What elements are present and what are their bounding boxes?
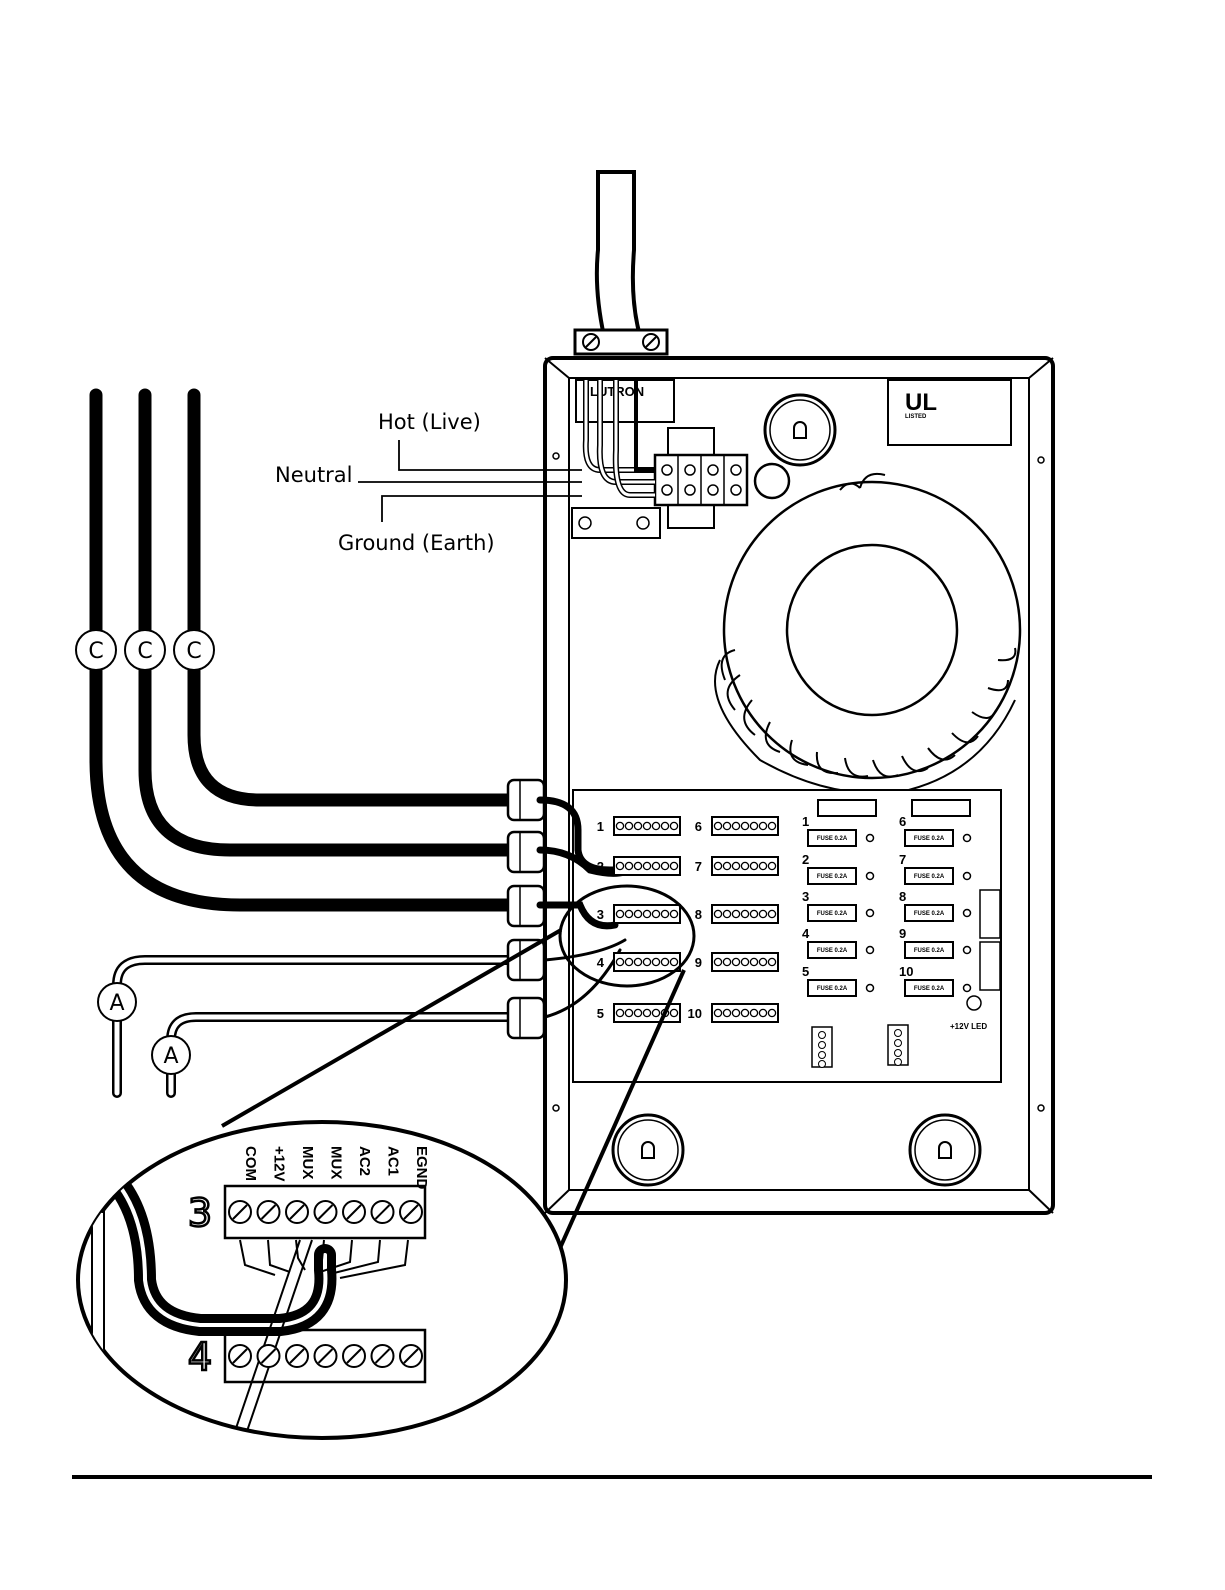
supply-conduit bbox=[575, 172, 667, 354]
callout-a-1: A bbox=[98, 983, 136, 1021]
detail-terminal-screw-icon bbox=[343, 1345, 365, 1367]
callout-a-2: A bbox=[152, 1036, 190, 1074]
ground-earth-label: Ground (Earth) bbox=[338, 531, 495, 555]
detail-connector-number-4: 4 bbox=[188, 1335, 212, 1379]
connector-number: 1 bbox=[597, 819, 604, 834]
fuse-number: 1 bbox=[802, 814, 809, 829]
fuse-label: FUSE 0.2A bbox=[914, 911, 945, 917]
keyhole-mount-icon bbox=[765, 395, 835, 465]
keyhole-mount-icon bbox=[613, 1115, 683, 1185]
detail-terminal-screw-icon bbox=[229, 1345, 251, 1367]
detail-terminal-screw-icon bbox=[343, 1201, 365, 1223]
connector-number: 7 bbox=[695, 859, 702, 874]
fuse-label: FUSE 0.2A bbox=[817, 986, 848, 992]
svg-text:C: C bbox=[88, 639, 103, 664]
detail-terminal-label: MUX bbox=[328, 1146, 345, 1179]
ul-listed: LISTED bbox=[905, 414, 927, 420]
callout-c-3: C bbox=[174, 630, 214, 670]
detail-terminal-screw-icon bbox=[258, 1345, 280, 1367]
detail-terminal-screw-icon bbox=[400, 1201, 422, 1223]
connector-number: 2 bbox=[597, 859, 604, 874]
detail-terminal-screw-icon bbox=[372, 1201, 394, 1223]
detail-terminal-screw-icon bbox=[400, 1345, 422, 1367]
detail-terminal-screw-icon bbox=[286, 1345, 308, 1367]
detail-terminal-screw-icon bbox=[286, 1201, 308, 1223]
callout-c-2: C bbox=[125, 630, 165, 670]
fuse-number: 7 bbox=[899, 852, 906, 867]
fuse-number: 9 bbox=[899, 926, 906, 941]
connector-number: 3 bbox=[597, 907, 604, 922]
connector-number: 6 bbox=[695, 819, 702, 834]
callout-c-1: C bbox=[76, 630, 116, 670]
terminal-connector bbox=[614, 857, 680, 875]
detail-terminal-label: EGND bbox=[413, 1146, 430, 1190]
ul-mark: UL bbox=[905, 389, 937, 416]
fuse-number: 4 bbox=[802, 926, 810, 941]
terminal-connector bbox=[614, 905, 680, 923]
fuse-number: 3 bbox=[802, 889, 809, 904]
hot-live-label: Hot (Live) bbox=[378, 410, 481, 434]
terminal-connector bbox=[712, 857, 778, 875]
connector-number: 5 bbox=[597, 1006, 604, 1021]
fuse-label: FUSE 0.2A bbox=[817, 911, 848, 917]
fuse-label: FUSE 0.2A bbox=[817, 948, 848, 954]
led-label: +12V LED bbox=[950, 1022, 987, 1031]
terminal-connector bbox=[712, 817, 778, 835]
detail-terminal-screw-icon bbox=[315, 1345, 337, 1367]
connector-number: 10 bbox=[688, 1006, 702, 1021]
detail-magnifier: 3 4 COM +12V MUX MUX AC2 AC1 EGND bbox=[78, 1122, 566, 1440]
detail-terminal-label: AC2 bbox=[356, 1146, 373, 1176]
connector-number: 8 bbox=[695, 907, 702, 922]
ground-symbol-icon bbox=[967, 996, 981, 1010]
svg-text:C: C bbox=[137, 639, 152, 664]
detail-terminal-label: COM bbox=[242, 1146, 259, 1181]
detail-terminal-screw-icon bbox=[258, 1201, 280, 1223]
neutral-label: Neutral bbox=[275, 463, 353, 487]
terminal-connector bbox=[712, 905, 778, 923]
detail-terminal-screw-icon bbox=[372, 1345, 394, 1367]
fuse-number: 5 bbox=[802, 964, 809, 979]
fuse-number: 2 bbox=[802, 852, 809, 867]
detail-connector-number-3: 3 bbox=[188, 1191, 212, 1235]
fuse-number: 10 bbox=[899, 964, 913, 979]
detail-terminal-label: MUX bbox=[299, 1146, 316, 1179]
fuse-label: FUSE 0.2A bbox=[914, 948, 945, 954]
fuse-label: FUSE 0.2A bbox=[817, 874, 848, 880]
detail-terminal-label: +12V bbox=[271, 1146, 288, 1181]
connector-number: 4 bbox=[597, 955, 605, 970]
cable-glands bbox=[508, 780, 544, 1038]
svg-text:A: A bbox=[109, 991, 124, 1016]
fuse-label: FUSE 0.2A bbox=[914, 986, 945, 992]
terminal-connector bbox=[614, 817, 680, 835]
connector-number: 9 bbox=[695, 955, 702, 970]
terminal-connector bbox=[614, 953, 680, 971]
fuse-number: 8 bbox=[899, 889, 906, 904]
fuse-label: FUSE 0.2A bbox=[914, 836, 945, 842]
svg-text:C: C bbox=[186, 639, 201, 664]
svg-text:A: A bbox=[163, 1044, 178, 1069]
keyhole-mount-icon bbox=[910, 1115, 980, 1185]
detail-terminal-screw-icon bbox=[315, 1201, 337, 1223]
terminal-connector bbox=[712, 1004, 778, 1022]
fuse-number: 6 bbox=[899, 814, 906, 829]
fuse-label: FUSE 0.2A bbox=[817, 836, 848, 842]
fuse-label: FUSE 0.2A bbox=[914, 874, 945, 880]
detail-terminal-screw-icon bbox=[229, 1201, 251, 1223]
terminal-connector bbox=[614, 1004, 680, 1022]
detail-terminal-label: AC1 bbox=[385, 1146, 402, 1176]
terminal-connector bbox=[712, 953, 778, 971]
